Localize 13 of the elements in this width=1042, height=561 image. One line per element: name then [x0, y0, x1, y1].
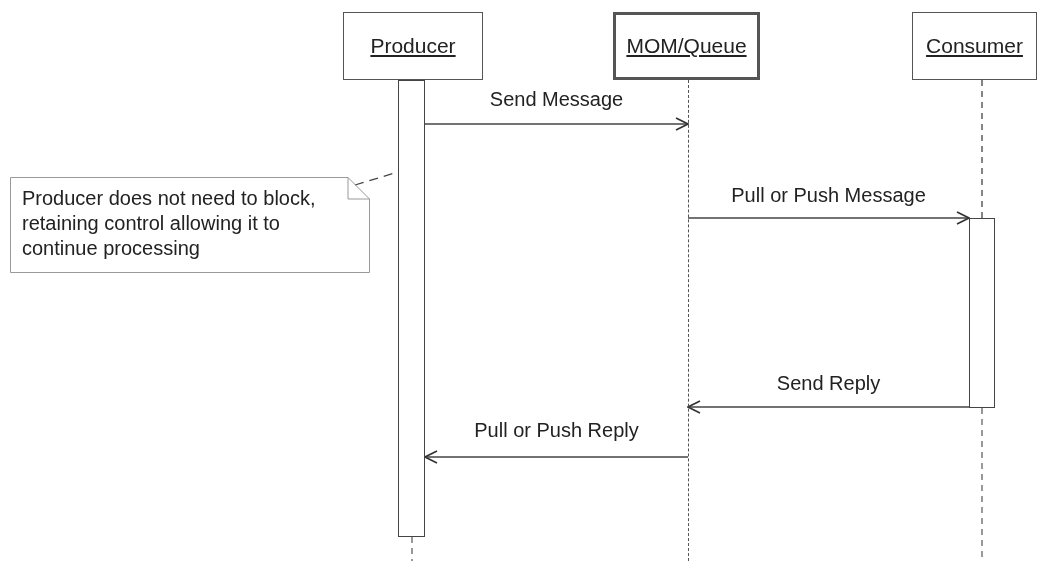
note-box: [10, 177, 370, 273]
participant-box: Consumer: [912, 12, 1037, 80]
message-arrow: [687, 400, 970, 414]
activation-bar: [969, 218, 995, 408]
note-text: Producer does not need to block, retaining control allowing it to continue processing: [22, 186, 317, 261]
lifeline: [981, 79, 983, 219]
participant-box: MOM/Queue: [613, 12, 760, 80]
participant-box: Producer: [343, 12, 483, 80]
message-arrow: [424, 117, 689, 131]
message-arrow: [424, 450, 689, 464]
message-arrow: [687, 211, 970, 225]
lifeline: [688, 80, 690, 561]
activation-bar: [398, 80, 425, 537]
